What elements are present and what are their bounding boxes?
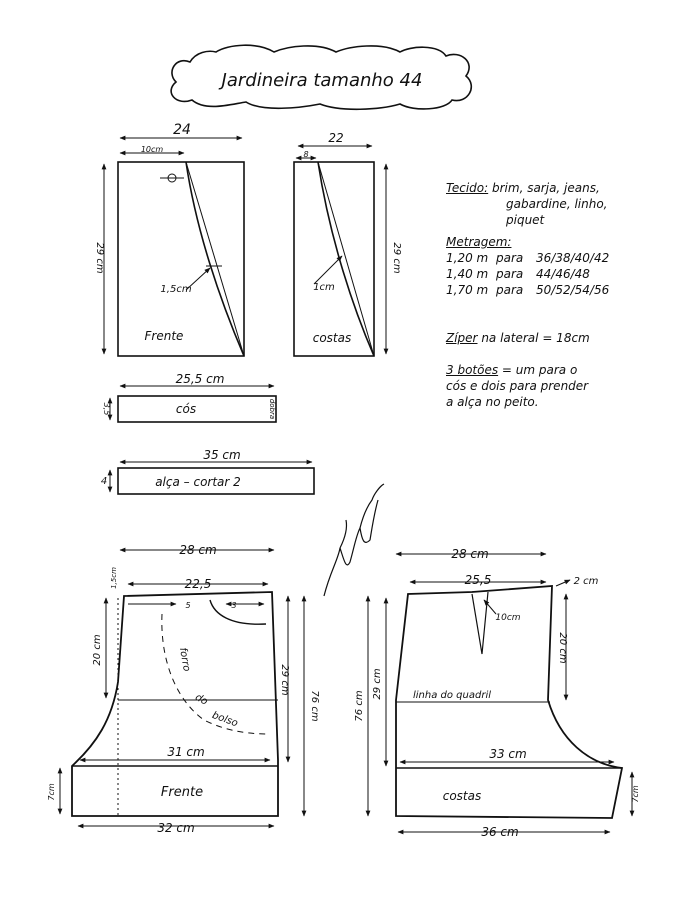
- short-front-dart-b: 3: [231, 601, 236, 610]
- short-back-width: 28 cm: [451, 547, 488, 561]
- fabric-note: Tecido: brim, sarja, jeans, gabardine, l…: [446, 180, 686, 228]
- strap-length: 35 cm: [203, 448, 240, 462]
- buttons-line-1: = um para o: [501, 363, 578, 377]
- short-front-pocket-b: do: [193, 692, 209, 708]
- short-back-waist: 25,5: [465, 573, 492, 587]
- bib-front-inner-width: 10cm: [141, 145, 164, 154]
- notes-panel: Tecido: brim, sarja, jeans, gabardine, l…: [446, 180, 686, 416]
- short-back-corner: 2 cm: [574, 576, 599, 587]
- short-front-width: 28 cm: [179, 543, 216, 557]
- short-front-dart-a: 5: [185, 601, 190, 610]
- yardage-label: Metragem:: [446, 235, 512, 249]
- bib-back-offset: 1cm: [313, 282, 335, 293]
- bib-back-inner-width: 8: [303, 150, 308, 159]
- short-front-hip: 31 cm: [167, 745, 204, 759]
- strap-label: alça – cortar 2: [155, 475, 241, 489]
- waistband-length: 25,5 cm: [176, 372, 225, 386]
- short-front-hem: 32 cm: [157, 821, 194, 835]
- short-back-total: 76 cm: [354, 690, 365, 721]
- short-back-rise: 20 cm: [557, 632, 568, 663]
- fabric-label: Tecido:: [446, 181, 489, 195]
- fabric-line-1: brim, sarja, jeans,: [492, 181, 600, 195]
- short-front-waist: 22,5: [185, 577, 212, 591]
- short-back-hem: 36 cm: [481, 825, 518, 839]
- short-front-rise: 20 cm: [92, 634, 103, 665]
- bib-back-height: 29 cm: [391, 242, 402, 273]
- bib-front-offset: 1,5cm: [160, 284, 191, 295]
- strap-height: 4: [101, 476, 107, 487]
- bib-back-width: 22: [328, 131, 343, 145]
- zipper-label: Zíper: [446, 331, 478, 345]
- strap-piece: [107, 459, 315, 495]
- waistband-label: cós: [176, 402, 196, 416]
- short-front-piece: [57, 547, 307, 829]
- short-back-outseam: 29 cm: [372, 668, 383, 699]
- short-back-dart: 10cm: [495, 613, 520, 623]
- short-front-pocket-c: bolso: [210, 710, 239, 729]
- buttons-line-2: cós e dois para prender: [446, 379, 589, 393]
- short-back-hip-line: linha do quadril: [413, 690, 491, 701]
- zipper-note: Zíper na lateral = 18cm: [446, 330, 686, 346]
- bib-front-label: Frente: [145, 329, 184, 343]
- bib-front-piece: [101, 135, 245, 357]
- signature: [323, 483, 385, 597]
- page-title: Jardineira tamanho 44: [219, 70, 423, 91]
- bib-front-width: 24: [173, 122, 191, 138]
- short-back-label: costas: [443, 789, 482, 803]
- fabric-line-2: gabardine, linho,: [506, 197, 608, 211]
- bib-front-height: 29 cm: [94, 242, 105, 273]
- fabric-line-3: piquet: [506, 213, 545, 227]
- bib-back-label: costas: [313, 331, 352, 345]
- waistband-height: 3,5: [102, 403, 111, 416]
- short-front-hem-height: 7cm: [47, 783, 56, 800]
- short-back-piece: [365, 551, 635, 835]
- buttons-note: 3 botões = um para o cós e dois para pre…: [446, 362, 686, 410]
- waistband-fold: dobra: [268, 399, 276, 419]
- bib-back-piece: [293, 143, 389, 357]
- short-back-hip: 33 cm: [489, 747, 526, 761]
- short-front-corner: 1,5cm: [110, 567, 118, 589]
- short-front-label: Frente: [161, 785, 203, 800]
- zipper-text: na lateral = 18cm: [481, 331, 590, 345]
- buttons-label: 3 botões: [446, 363, 499, 377]
- short-front-outseam: 29 cm: [279, 664, 290, 695]
- short-front-total: 76 cm: [309, 690, 320, 721]
- buttons-line-3: a alça no peito.: [446, 395, 539, 409]
- title-cloud: Jardineira tamanho 44: [170, 44, 472, 111]
- short-front-pocket-a: forro: [177, 647, 192, 673]
- waistband-piece: [107, 383, 277, 423]
- short-back-hem-height: 7cm: [631, 785, 640, 802]
